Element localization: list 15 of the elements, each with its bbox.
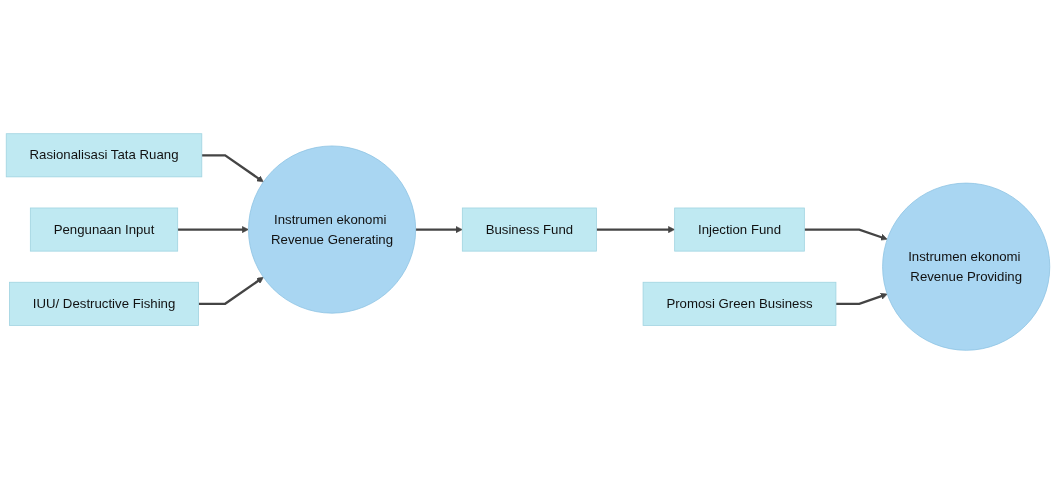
node-box: IUU/ Destructive Fishing xyxy=(9,281,199,326)
node-box: Rasionalisasi Tata Ruang xyxy=(5,133,203,178)
arrow xyxy=(835,292,888,305)
arrow xyxy=(415,226,463,233)
node-box: Injection Fund xyxy=(674,207,805,252)
node-circle: Instrumen ekonomi Revenue Generating xyxy=(248,145,417,314)
node-box: Pengunaan Input xyxy=(29,207,179,252)
node-box: Business Fund xyxy=(461,207,597,252)
arrow xyxy=(201,154,264,183)
arrow xyxy=(804,228,888,241)
arrow xyxy=(177,226,249,233)
arrow xyxy=(198,276,264,305)
node-circle: Instrumen ekonomi Revenue Providing xyxy=(882,182,1051,351)
arrow xyxy=(596,226,675,233)
node-box: Promosi Green Business xyxy=(642,281,837,326)
